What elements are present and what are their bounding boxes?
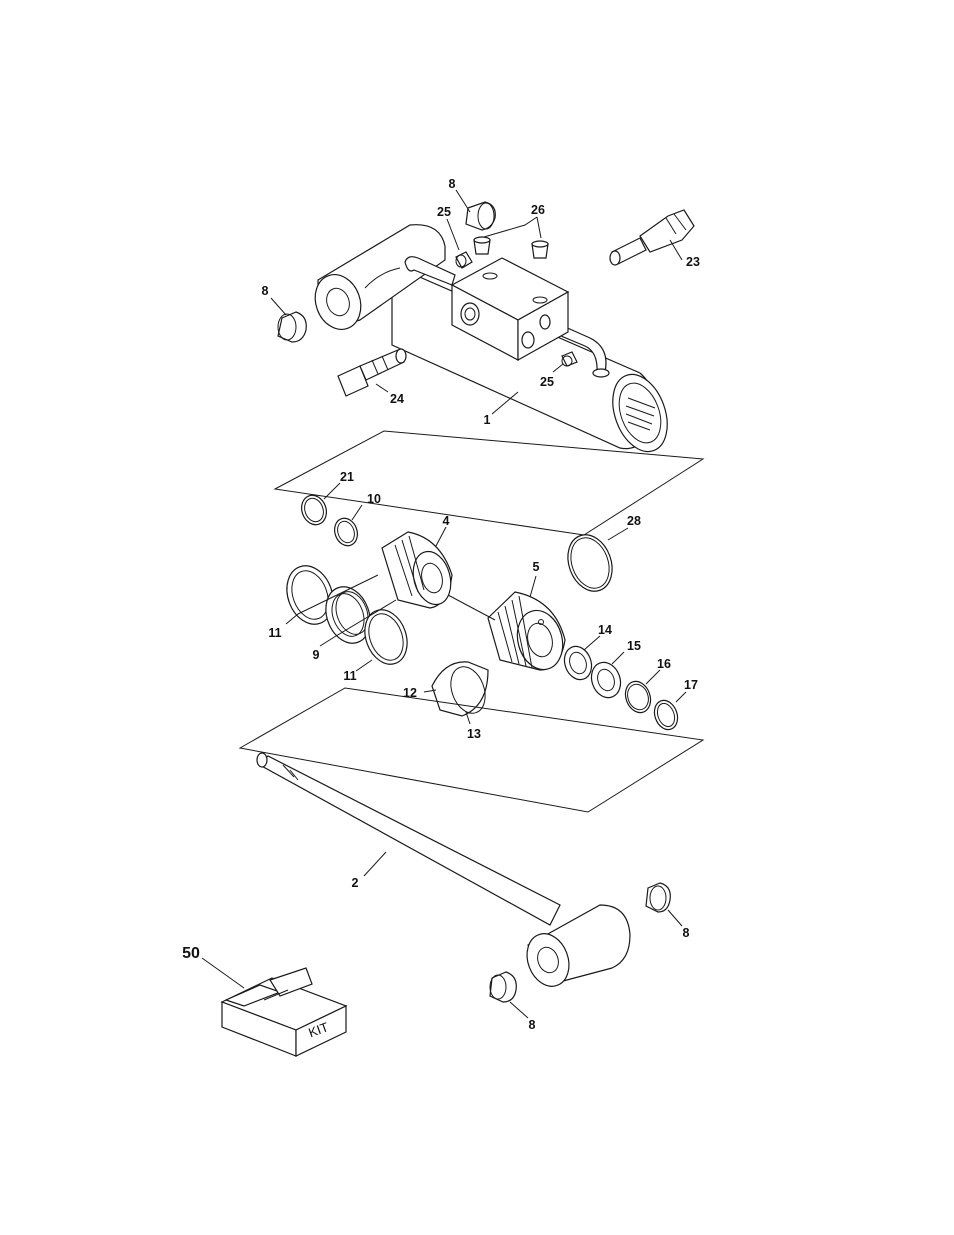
callout-13: 13 — [467, 727, 481, 741]
seal-12 — [431, 661, 489, 717]
ring-14 — [563, 645, 593, 681]
wiper-15 — [590, 661, 622, 699]
assembly-axis — [447, 594, 496, 621]
callout-8-rod-bottom: 8 — [529, 1018, 536, 1032]
callout-1: 1 — [484, 413, 491, 427]
ring-16 — [624, 680, 652, 714]
kit-box-illustration — [220, 967, 348, 1057]
callout-labels: 8 25 26 23 8 24 25 1 21 10 4 28 5 11 9 1… — [182, 177, 700, 1040]
plug-mid — [561, 351, 578, 367]
callout-10: 10 — [367, 492, 381, 506]
callout-12: 12 — [403, 686, 417, 700]
leader-lines — [201, 189, 687, 1019]
ring-17 — [653, 699, 679, 731]
callout-16: 16 — [657, 657, 671, 671]
callout-2: 2 — [352, 876, 359, 890]
callout-25-mid: 25 — [540, 375, 554, 389]
bushing-rod-bottom — [489, 971, 517, 1003]
reference-plane-lower — [238, 687, 705, 813]
piston-rod — [256, 752, 631, 987]
callout-23: 23 — [686, 255, 700, 269]
callout-11-a: 11 — [268, 626, 281, 640]
callout-5: 5 — [533, 560, 540, 574]
ring-10 — [334, 517, 358, 547]
fitting-24 — [337, 348, 407, 397]
callout-25-top: 25 — [437, 205, 451, 219]
callout-8-left: 8 — [262, 284, 269, 298]
oring-28 — [567, 534, 613, 592]
kit-label: KIT — [306, 1019, 330, 1040]
piston-4 — [381, 531, 453, 609]
bushing-rod-right — [645, 882, 671, 913]
callout-9: 9 — [313, 648, 320, 662]
callout-50: 50 — [182, 945, 200, 962]
callout-28: 28 — [627, 514, 641, 528]
callout-8-top: 8 — [449, 177, 456, 191]
valve-block — [450, 257, 570, 362]
bushing-top — [465, 201, 496, 231]
cap-left — [473, 236, 491, 255]
bushing-left — [277, 311, 307, 343]
ring-21 — [301, 494, 327, 526]
seal-11b — [364, 609, 408, 665]
plug-top — [455, 251, 473, 269]
reference-plane-upper — [273, 430, 705, 536]
wear-ring-9 — [325, 586, 371, 644]
callout-15: 15 — [627, 639, 641, 653]
callout-21: 21 — [340, 470, 354, 484]
callout-17: 17 — [684, 678, 698, 692]
seal-11a — [286, 565, 334, 625]
callout-24: 24 — [390, 392, 404, 406]
callout-11-b: 11 — [343, 669, 356, 683]
callout-26: 26 — [531, 203, 545, 217]
head-5 — [487, 591, 566, 671]
cap-right — [531, 240, 549, 259]
callout-14: 14 — [598, 623, 612, 637]
callout-4: 4 — [443, 514, 450, 528]
callout-8-rod-right: 8 — [683, 926, 690, 940]
fitting-23 — [609, 209, 695, 266]
